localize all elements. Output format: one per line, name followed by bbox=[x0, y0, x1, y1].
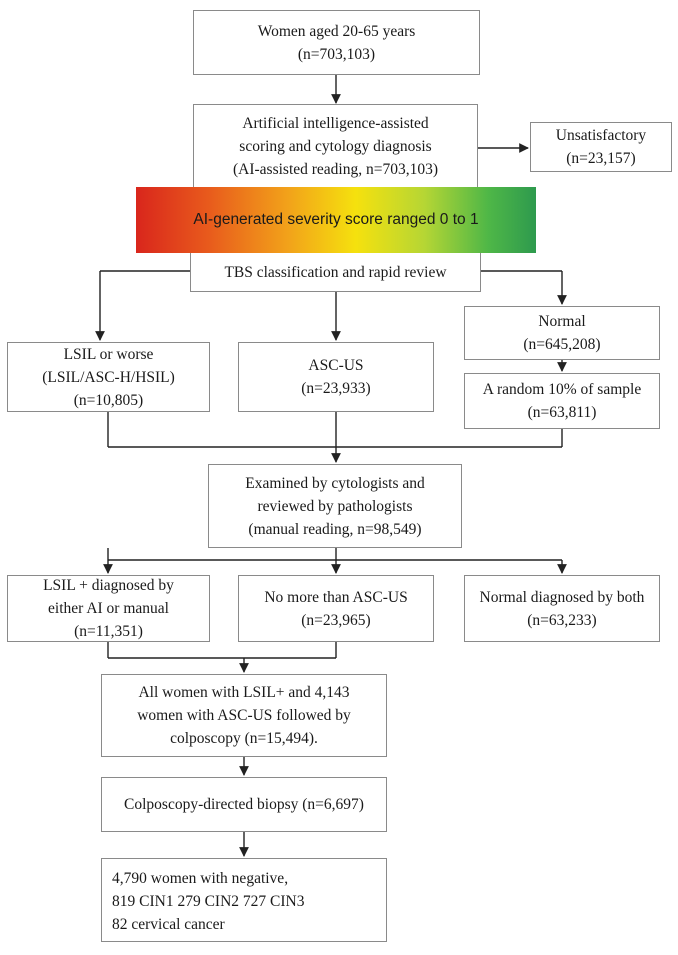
tbs-label: TBS classification and rapid review bbox=[224, 263, 447, 281]
no-more-ascus-box: No more than ASC-US (n=23,965) bbox=[238, 575, 434, 642]
start-line-2: (n=703,103) bbox=[297, 45, 376, 63]
severity-score-bar: AI-generated severity score ranged 0 to … bbox=[136, 187, 536, 253]
lsil-worse-line-3: (n=10,805) bbox=[73, 391, 144, 409]
lsil-plus-line-2: either AI or manual bbox=[48, 600, 169, 617]
ascus-line-1: ASC-US bbox=[308, 357, 364, 374]
no-more-ascus-line-1: No more than ASC-US bbox=[264, 588, 408, 606]
ai-reading-line-2: scoring and cytology diagnosis bbox=[239, 138, 432, 155]
normal-both-box: Normal diagnosed by both (n=63,233) bbox=[464, 575, 660, 642]
colposcopy-line-3: colposcopy (n=15,494). bbox=[170, 730, 318, 747]
random-sample-line-1: A random 10% of sample bbox=[482, 381, 642, 398]
outcome-line-3: 82 cervical cancer bbox=[112, 916, 225, 933]
colposcopy-line-2: women with ASC-US followed by bbox=[137, 707, 351, 724]
outcome-line-2: 819 CIN1 279 CIN2 727 CIN3 bbox=[112, 893, 305, 910]
lsil-worse-box: LSIL or worse (LSIL/ASC-H/HSIL) (n=10,80… bbox=[7, 342, 210, 412]
outcome-line-1: 4,790 women with negative, bbox=[112, 870, 289, 887]
lsil-plus-line-1: LSIL + diagnosed by bbox=[43, 577, 174, 594]
ai-reading-box: Artificial intelligence-assisted scoring… bbox=[193, 104, 478, 189]
normal-both-line-2: (n=63,233) bbox=[527, 611, 597, 629]
unsatisfactory-line-1: Unsatisfactory bbox=[555, 127, 647, 144]
lsil-plus-line-3: (n=11,351) bbox=[74, 623, 143, 640]
normal-line-2: (n=645,208) bbox=[523, 336, 601, 353]
no-more-ascus-line-2: (n=23,965) bbox=[301, 611, 371, 629]
lsil-plus-box: LSIL + diagnosed by either AI or manual … bbox=[7, 575, 210, 642]
random-sample-line-2: (n=63,811) bbox=[527, 404, 597, 421]
biopsy-label: Colposcopy-directed biopsy (n=6,697) bbox=[124, 796, 364, 813]
lsil-worse-line-1: LSIL or worse bbox=[63, 345, 154, 363]
colposcopy-line-1: All women with LSIL+ and 4,143 bbox=[138, 684, 350, 701]
manual-reading-line-3: (manual reading, n=98,549) bbox=[248, 520, 422, 538]
random-sample-box: A random 10% of sample (n=63,811) bbox=[464, 373, 660, 429]
start-box: Women aged 20-65 years (n=703,103) bbox=[193, 10, 480, 75]
lsil-worse-line-2: (LSIL/ASC-H/HSIL) bbox=[42, 368, 175, 386]
ai-reading-line-3: (AI-assisted reading, n=703,103) bbox=[232, 161, 439, 178]
colposcopy-box: All women with LSIL+ and 4,143 women wit… bbox=[101, 674, 387, 757]
biopsy-box: Colposcopy-directed biopsy (n=6,697) bbox=[101, 777, 387, 832]
severity-score-label: AI-generated severity score ranged 0 to … bbox=[193, 211, 479, 228]
outcome-box: 4,790 women with negative, 819 CIN1 279 … bbox=[101, 858, 387, 942]
manual-reading-line-2: reviewed by pathologists bbox=[257, 497, 413, 515]
ai-reading-line-1: Artificial intelligence-assisted bbox=[242, 115, 429, 132]
manual-reading-box: Examined by cytologists and reviewed by … bbox=[208, 464, 462, 548]
start-line-1: Women aged 20-65 years bbox=[257, 22, 416, 40]
tbs-box: TBS classification and rapid review bbox=[190, 253, 481, 292]
unsatisfactory-line-2: (n=23,157) bbox=[566, 150, 636, 167]
ascus-line-2: (n=23,933) bbox=[301, 380, 371, 397]
normal-box: Normal (n=645,208) bbox=[464, 306, 660, 360]
unsatisfactory-box: Unsatisfactory (n=23,157) bbox=[530, 122, 672, 172]
normal-both-line-1: Normal diagnosed by both bbox=[479, 588, 645, 606]
manual-reading-line-1: Examined by cytologists and bbox=[245, 474, 425, 492]
normal-line-1: Normal bbox=[538, 313, 586, 330]
ascus-box: ASC-US (n=23,933) bbox=[238, 342, 434, 412]
